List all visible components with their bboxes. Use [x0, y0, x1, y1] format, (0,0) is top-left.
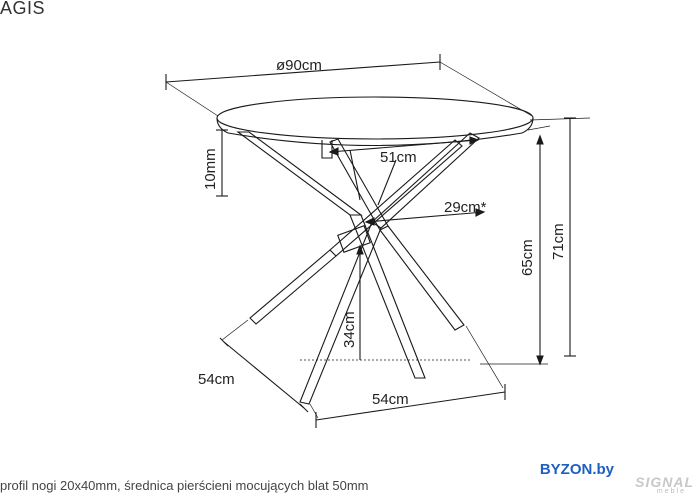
- total-height-label: 71cm: [550, 223, 567, 260]
- clearance-height-label: 65cm: [519, 239, 536, 276]
- diameter-label: ø90cm: [276, 57, 322, 74]
- spec-footnote: profil nogi 20x40mm, średnica pierścieni…: [0, 478, 369, 493]
- table-top: [216, 96, 534, 140]
- signal-logo-sub: meble: [656, 488, 686, 495]
- watermark-site: BYZON.by: [539, 461, 614, 478]
- table-legs: [236, 131, 480, 405]
- base-depth-label: 54cm: [198, 371, 235, 388]
- top-thickness-label: 10mm: [202, 148, 219, 190]
- cross-height-label: 34cm: [341, 311, 358, 348]
- table-top-edge: [216, 117, 534, 134]
- inner-span-label: 29cm*: [444, 199, 487, 216]
- base-width-label: 54cm: [372, 391, 409, 408]
- product-title: AGIS: [0, 0, 46, 18]
- signal-logo: SIGNAL: [635, 474, 694, 490]
- ring-span-label: 51cm: [380, 149, 417, 166]
